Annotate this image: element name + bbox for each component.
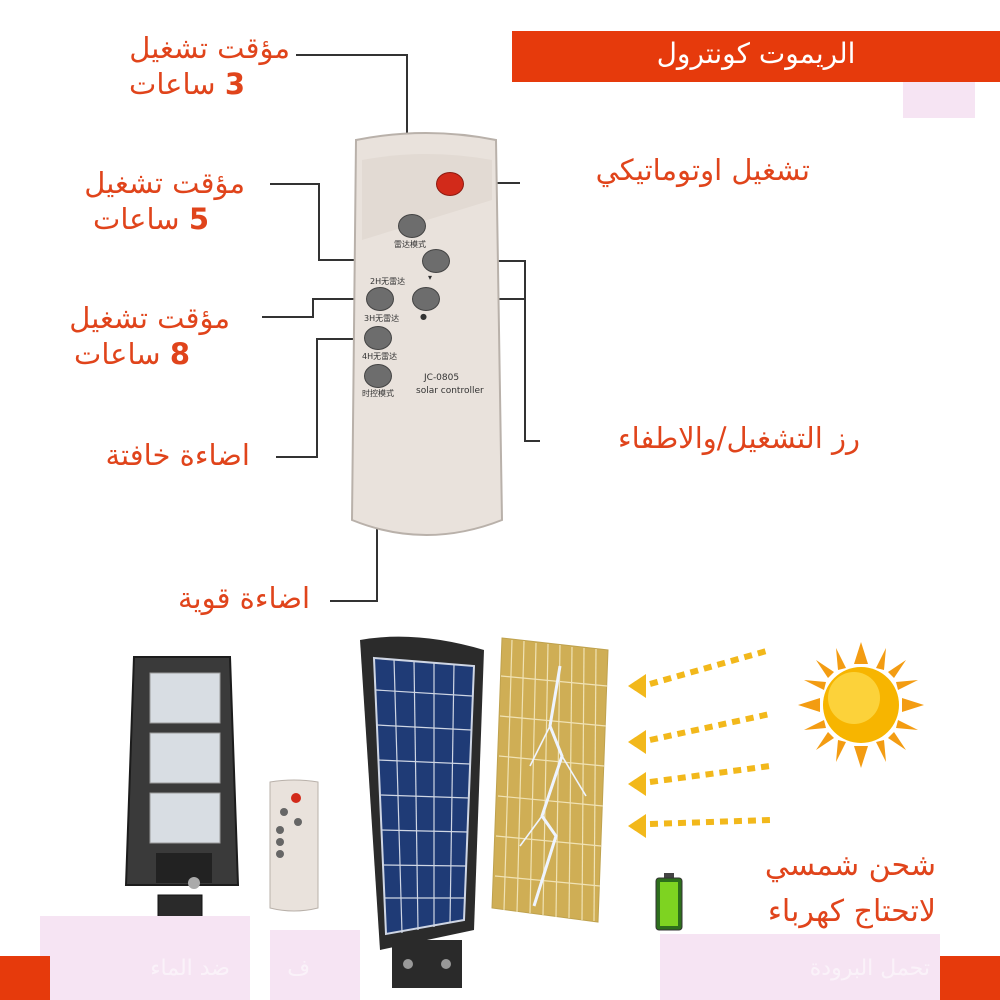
timer-5h-number: 5 — [188, 202, 209, 236]
timer-8h-label: مؤقت تشغيل 8 ساعات — [15, 300, 230, 372]
timer-5h-unit: ساعات — [93, 202, 180, 236]
leader-line — [316, 338, 366, 340]
footer-waterproof-text: ضد الماء — [150, 956, 230, 981]
footer-partial-text: ف — [287, 956, 310, 981]
timer-mode-text: 时控模式 — [362, 389, 394, 398]
power-button[interactable] — [412, 287, 440, 311]
radar-mode-button[interactable] — [398, 214, 426, 238]
solar-controller-text: solar controller — [416, 386, 484, 396]
leader-line — [518, 182, 520, 184]
5h-timer-button[interactable] — [366, 287, 394, 311]
footer-orange-block — [0, 956, 50, 1000]
leader-line — [296, 54, 408, 56]
decor-pink-block — [903, 82, 975, 118]
sun-icon — [798, 642, 924, 768]
timer-8h-unit: ساعات — [74, 337, 161, 371]
charging-panel-icon — [491, 637, 609, 923]
brightness-button[interactable] — [364, 364, 392, 388]
title-banner: الريموت كونترول — [512, 31, 1000, 82]
leader-line — [312, 298, 314, 318]
leader-line — [316, 338, 318, 458]
battery-icon — [655, 873, 683, 931]
leader-line — [312, 298, 368, 300]
footer-pink-block — [40, 916, 250, 1000]
solar-charge-text: شحن شمسي — [764, 848, 936, 883]
leader-line — [262, 316, 314, 318]
8h-timer-button[interactable] — [364, 326, 392, 350]
footer-pink-block — [660, 934, 940, 1000]
timer-5h-label: مؤقت تشغيل 5 ساعات — [30, 165, 245, 237]
3h-text: 3H无雷达 — [364, 314, 400, 323]
power-icon: ● — [420, 312, 427, 321]
3h-timer-button[interactable] — [422, 249, 450, 273]
footer-pink-block — [270, 930, 360, 1000]
leader-line — [330, 600, 378, 602]
2h-text: 2H无雷达 — [370, 277, 406, 286]
auto-mode-label: تشغيل اوتوماتيكي — [595, 153, 810, 187]
leader-line — [524, 260, 526, 442]
remote-control: 雷达模式 ▾ 2H无雷达 ● 3H无雷达 4H无雷达 JC-0805 solar… — [346, 130, 506, 542]
footer-orange-block — [940, 956, 1000, 1000]
strong-light-label: اضاءة قوية — [177, 581, 310, 615]
auto-mode-button[interactable] — [436, 172, 464, 196]
leader-line — [524, 440, 540, 442]
timer-8h-title: مؤقت تشغيل — [69, 301, 230, 335]
timer-3h-number: 3 — [224, 67, 245, 101]
solar-panel-icon — [360, 636, 484, 988]
sun-rays-arrows-icon — [628, 647, 771, 838]
4h-text: 4H无雷达 — [362, 352, 398, 361]
leader-line — [318, 183, 320, 261]
model-text: JC-0805 — [424, 373, 460, 383]
timer-8h-number: 8 — [169, 337, 190, 371]
street-light-icon — [124, 656, 240, 952]
leader-line — [270, 183, 320, 185]
no-electricity-text: لاتحتاج كهرباء — [767, 894, 936, 929]
timer-3h-unit: ساعات — [129, 67, 216, 101]
small-remote-icon — [269, 779, 319, 912]
radar-mode-text: 雷达模式 — [394, 240, 426, 249]
dim-light-label: اضاءة خافتة — [105, 438, 251, 472]
signal-icon: ▾ — [428, 273, 433, 282]
timer-5h-title: مؤقت تشغيل — [84, 166, 245, 200]
timer-3h-title: مؤقت تشغيل — [129, 31, 290, 65]
leader-line — [276, 456, 318, 458]
power-button-label: رز التشغيل/والاطفاء — [617, 421, 860, 455]
title-text: الريموت كونترول — [656, 37, 856, 70]
footer-cold-resistance-text: تحمل البرودة — [809, 956, 930, 981]
timer-3h-label: مؤقت تشغيل 3 ساعات — [80, 30, 290, 102]
